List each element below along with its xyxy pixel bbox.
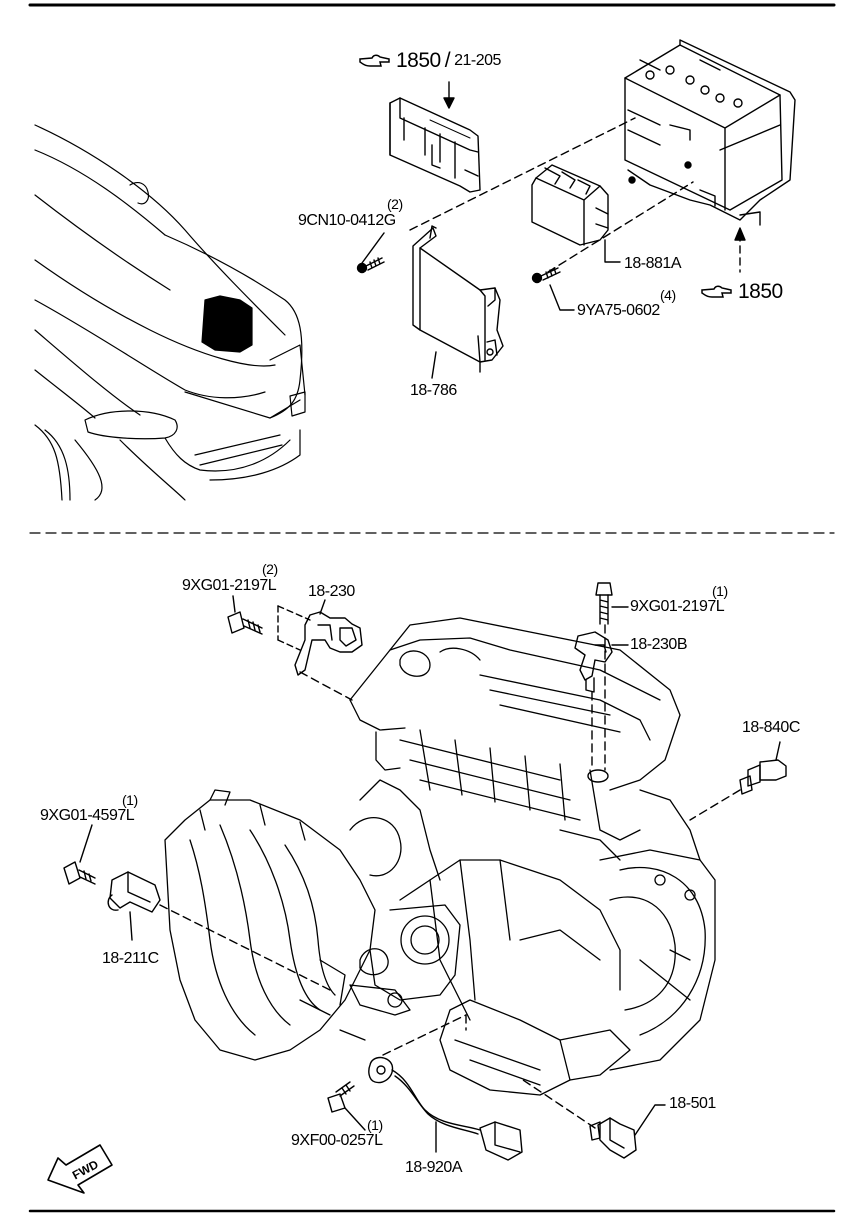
coolant-temp-sensor-part bbox=[589, 1117, 637, 1159]
reference-1850-text: 1850 bbox=[738, 280, 783, 303]
qty-9xg01-2197l-a: (2) bbox=[262, 561, 278, 577]
part-label-18-786: 18-786 bbox=[410, 382, 457, 399]
part-label-18-230b: 18-230B bbox=[630, 636, 688, 653]
bolt-part-map-sensor bbox=[63, 861, 96, 885]
part-label-18-920a: 18-920A bbox=[405, 1159, 463, 1176]
part-label-9xg01-4597l: 9XG01-4597L bbox=[40, 807, 135, 824]
part-label-18-211c: 18-211C bbox=[102, 950, 159, 967]
qty-9xg01-4597l: (1) bbox=[122, 792, 138, 808]
qty-9xf00-0257l: (1) bbox=[367, 1117, 383, 1133]
pointing-hand-icon bbox=[359, 54, 390, 67]
qty-9xg01-2197l-b: (1) bbox=[712, 583, 728, 599]
part-label-9xg01-2197l-b: 9XG01-2197L bbox=[630, 598, 725, 615]
qty-9cn10-0412g: (2) bbox=[387, 196, 403, 212]
knock-sensor-part bbox=[368, 1056, 523, 1161]
part-label-9ya75-0602: 9YA75-0602 bbox=[577, 302, 660, 319]
pointing-hand-icon bbox=[701, 285, 732, 298]
part-label-18-501: 18-501 bbox=[669, 1095, 716, 1112]
cam-position-sensor-part-b bbox=[574, 631, 613, 693]
reference-1850-21-205: 1850/21-205 bbox=[358, 50, 501, 71]
reference-1850: 1850 bbox=[396, 49, 441, 72]
part-label-9cn10-0412g: 9CN10-0412G bbox=[298, 212, 396, 229]
reference-21-205: 21-205 bbox=[454, 51, 501, 69]
cam-position-sensor-part bbox=[294, 611, 363, 676]
reference-1850-b: 1850 bbox=[700, 281, 783, 302]
bolt-part-knock-sensor bbox=[327, 1081, 355, 1113]
part-label-18-840c: 18-840C bbox=[742, 719, 800, 736]
battery-tray-part bbox=[624, 39, 796, 226]
bolt-part-cam-sensor-b bbox=[595, 582, 613, 625]
part-label-18-230: 18-230 bbox=[308, 583, 355, 600]
screw-part-upper-left bbox=[356, 257, 385, 274]
engine-illustration bbox=[164, 617, 716, 1096]
control-module-part bbox=[531, 164, 609, 246]
screw-part-upper-right bbox=[531, 267, 561, 284]
car-front-illustration bbox=[34, 124, 306, 501]
part-label-9xf00-0257l: 9XF00-0257L bbox=[291, 1132, 383, 1149]
battery-cover-part bbox=[389, 97, 481, 193]
part-label-18-881a: 18-881A bbox=[624, 255, 682, 272]
part-label-9xg01-2197l-a: 9XG01-2197L bbox=[182, 577, 277, 594]
bolt-part-cam-sensor bbox=[227, 611, 263, 635]
fwd-arrow-icon bbox=[47, 1144, 113, 1194]
map-sensor-part bbox=[107, 871, 161, 913]
oil-pressure-switch-part bbox=[739, 759, 787, 795]
bracket-part bbox=[412, 225, 504, 373]
qty-9ya75-0602: (4) bbox=[660, 287, 676, 303]
